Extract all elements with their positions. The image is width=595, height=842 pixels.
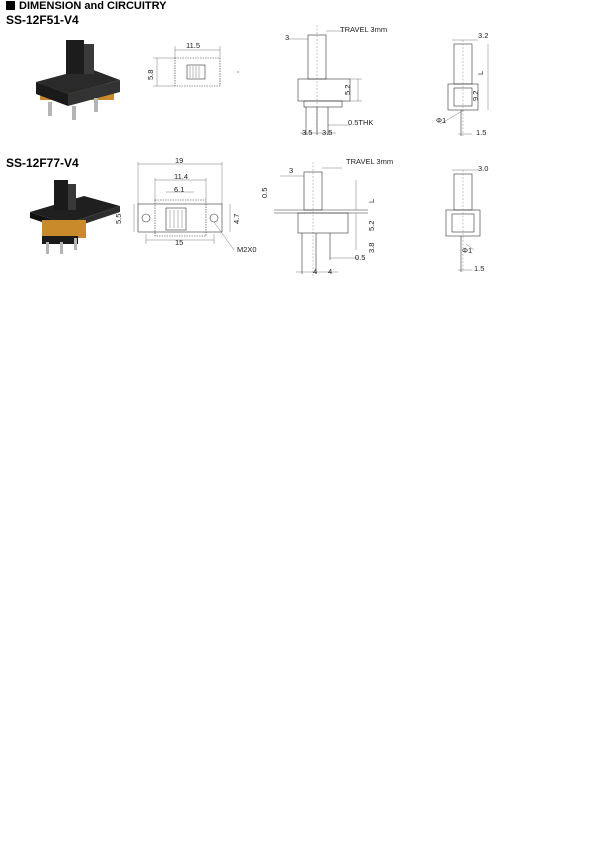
header-square-icon xyxy=(6,1,15,10)
m2-length: L xyxy=(367,198,376,203)
model-1-side-view xyxy=(439,39,489,136)
section-header: DIMENSION and CIRCUITRY xyxy=(6,0,167,12)
model-2-photo xyxy=(30,180,120,254)
m2-front-height: 5.2 xyxy=(367,220,376,231)
model-2-name: SS-12F77-V4 xyxy=(6,156,79,170)
m1-pitch-left: 3.5 xyxy=(302,128,313,137)
m1-pin-dia: Φ1 xyxy=(436,116,447,125)
m1-pitch-right: 3.5 xyxy=(322,128,333,137)
m1-side-height: 9.2 xyxy=(471,90,480,101)
model-1-name: SS-12F51-V4 xyxy=(6,13,79,27)
m2-mount-height: 4.7 xyxy=(232,213,241,224)
m1-spacing: 1.5 xyxy=(476,128,487,137)
model-2-front-view xyxy=(274,162,368,278)
m2-terminal: 0.5 xyxy=(355,253,366,262)
m1-front-height: 5.2 xyxy=(343,84,352,95)
m1-side-width: 3.2 xyxy=(478,31,489,40)
model-2-top-view xyxy=(133,162,235,251)
m1-terminal: 0.5THK xyxy=(348,118,374,127)
m2-pin-len: 3.8 xyxy=(367,242,376,253)
m2-height: 5.5 xyxy=(114,213,123,224)
m2-hole: M2X0 xyxy=(237,245,257,254)
m2-slider: 6.1 xyxy=(174,185,185,194)
m1-travel: TRAVEL 3mm xyxy=(340,25,388,34)
model-1-front-view xyxy=(288,25,362,135)
m2-pitch-right: 4 xyxy=(328,267,333,276)
m1-side-length: L xyxy=(476,70,485,75)
m2-travel: TRAVEL 3mm xyxy=(346,157,394,166)
model-2-side-view xyxy=(445,169,481,272)
m1-lever: 3 xyxy=(285,33,290,42)
m2-overall: 19 xyxy=(175,156,184,165)
m1-dim-width: 11.5 xyxy=(186,41,201,50)
m2-spacing: 1.5 xyxy=(474,264,485,273)
section-title: DIMENSION and CIRCUITRY xyxy=(19,0,167,12)
m2-body: 11.4 xyxy=(174,172,189,181)
m2-hole-pitch: 15 xyxy=(175,238,184,247)
m2-pin-dia: Φ1 xyxy=(462,246,473,255)
m2-thickness: 0.5 xyxy=(260,187,269,198)
model-1-top-view xyxy=(153,46,239,87)
m2-pitch-left: 4 xyxy=(313,267,318,276)
m1-dim-height: 5.8 xyxy=(146,69,155,80)
m2-lever: 3 xyxy=(289,166,294,175)
m2-side-width: 3.0 xyxy=(478,164,489,173)
model-1-photo xyxy=(36,40,120,120)
